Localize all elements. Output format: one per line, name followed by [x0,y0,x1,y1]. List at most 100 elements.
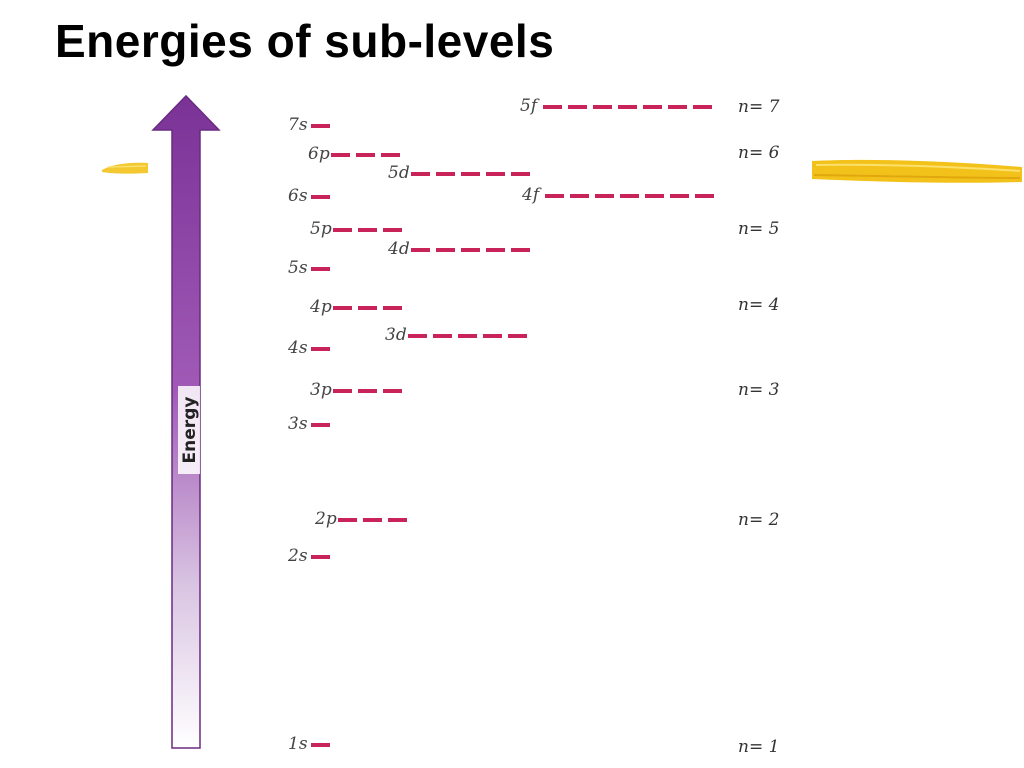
orbital-line [333,228,352,232]
shell-label-n4: n= 4 [738,295,779,315]
sublevel-4f: 4f [521,185,714,205]
orbital-line [486,172,505,176]
orbital-line [436,172,455,176]
sublevel-label: 4p [309,297,332,317]
sublevel-label: 4s [287,338,308,358]
orbital-line [461,172,480,176]
orbital-line [333,389,352,393]
orbital-line [311,124,330,128]
sublevel-label: 2s [287,546,308,566]
sublevel-4p: 4p [309,297,402,317]
sublevel-label: 2p [314,509,337,529]
orbital-line [670,194,689,198]
sublevel-label: 5f [520,96,540,116]
orbital-line [568,105,587,109]
shell-label-n1: n= 1 [738,737,779,757]
orbital-line [618,105,637,109]
orbital-line [358,389,377,393]
energy-axis-label: Energy [180,397,200,464]
orbital-line [311,347,330,351]
orbital-line [695,194,714,198]
sublevel-label: 3p [310,380,332,400]
orbital-line [486,248,505,252]
sublevel-3p: 3p [310,380,402,400]
sublevel-label: 4f [521,185,542,205]
orbital-line [511,172,530,176]
sublevel-5d: 5d [388,163,530,183]
orbital-line [593,105,612,109]
orbital-line [461,248,480,252]
sublevel-4d: 4d [387,239,530,259]
orbital-line [363,518,382,522]
orbital-line [545,194,564,198]
shell-label-n7: n= 7 [738,97,780,117]
orbital-line [411,172,430,176]
orbital-line [643,105,662,109]
orbital-line [693,105,712,109]
orbital-line [311,743,330,747]
orbital-line [645,194,664,198]
shell-label-n2: n= 2 [738,510,779,530]
sublevel-3s: 3s [288,414,330,434]
orbital-line [458,334,477,338]
orbital-line [570,194,589,198]
sublevel-7s: 7s [288,115,330,135]
orbital-line [381,153,400,157]
sublevel-label: 5p [310,219,332,239]
orbital-line [595,194,614,198]
orbital-line [311,423,330,427]
sublevel-label: 6s [288,186,308,206]
yellow-brush-stroke-icon [812,159,1022,183]
orbital-line [358,228,377,232]
energy-arrow-icon: Energy [151,94,221,749]
sublevel-2s: 2s [287,546,330,566]
sublevel-3d: 3d [385,325,527,345]
shell-label-n5: n= 5 [738,219,779,239]
sublevel-2p: 2p [314,509,407,529]
sublevel-label: 7s [288,115,308,135]
orbital-line [358,306,377,310]
orbital-line [311,195,330,199]
orbital-line [620,194,639,198]
sublevel-label: 5s [288,258,308,278]
sublevel-label: 4d [387,239,410,259]
sublevel-label: 6p [308,144,330,164]
orbital-line [331,153,350,157]
orbital-line [408,334,427,338]
sublevel-5s: 5s [288,258,330,278]
sublevel-label: 3d [385,325,407,345]
sublevel-1s: 1s [288,734,330,754]
sublevel-4s: 4s [287,338,330,358]
orbital-line [338,518,357,522]
sublevel-label: 3s [288,414,308,434]
sublevel-5p: 5p [310,219,402,239]
shell-label-n6: n= 6 [738,143,780,163]
shell-label-n3: n= 3 [738,380,779,400]
orbital-line [411,248,430,252]
sublevel-6s: 6s [288,186,330,206]
orbital-line [383,228,402,232]
shell-label-group: n= 1 n= 2 n= 3 n= 4 n= 5 n= 6 n= 7 [738,97,780,757]
sublevel-label: 5d [388,163,410,183]
sublevel-6p: 6p [308,144,400,164]
orbital-line [436,248,455,252]
yellow-brush-stroke-icon [102,162,148,174]
slide-title: Energies of sub-levels [55,15,555,67]
sublevel-label: 1s [288,734,308,754]
orbital-line [483,334,502,338]
orbital-line [508,334,527,338]
orbital-line [668,105,687,109]
orbital-line [311,555,330,559]
orbital-line [333,306,352,310]
orbital-line [311,267,330,271]
orbital-line [543,105,562,109]
orbital-line [383,389,402,393]
orbital-line [356,153,375,157]
orbital-line [388,518,407,522]
orbital-line [433,334,452,338]
orbital-line [383,306,402,310]
orbital-line [511,248,530,252]
sublevel-5f: 5f [520,96,712,116]
